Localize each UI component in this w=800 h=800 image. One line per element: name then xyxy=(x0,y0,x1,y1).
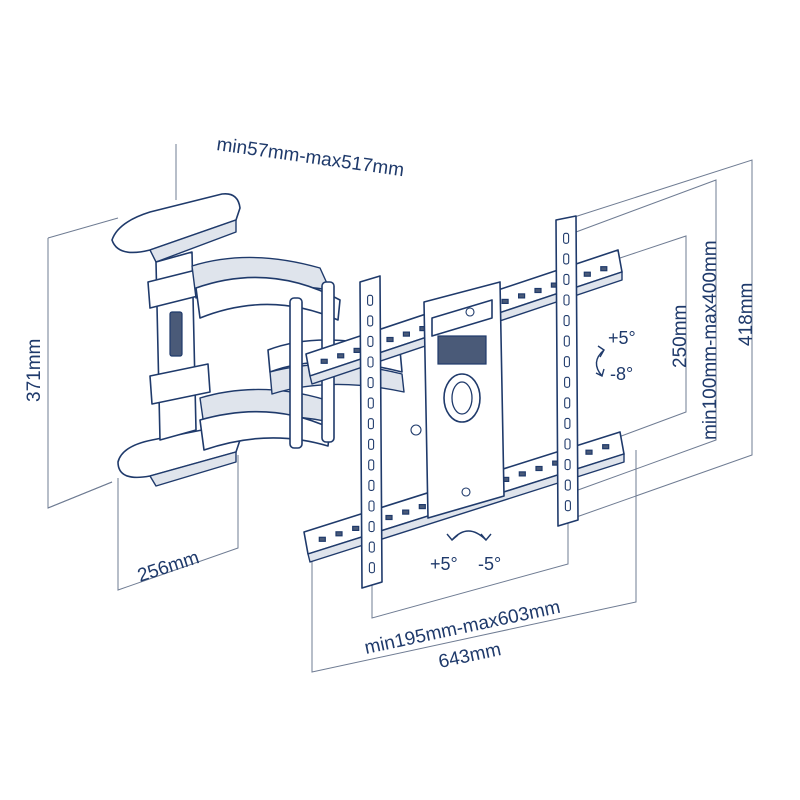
bracket-slot xyxy=(368,521,375,533)
rail-height-label: 250mm xyxy=(670,305,691,368)
center-head-plate xyxy=(410,281,505,519)
swivel-right-label: -5° xyxy=(478,554,501,574)
bracket-slot xyxy=(368,562,375,574)
bracket-slot xyxy=(368,541,375,553)
arm-extension-label: min57mm-max517mm xyxy=(215,134,405,181)
plate-width-label: 643mm xyxy=(437,639,503,673)
bracket-slot xyxy=(368,500,375,512)
bracket-slot xyxy=(563,335,570,347)
bracket-slot xyxy=(564,479,571,491)
arm-height-label: 371mm xyxy=(24,339,45,402)
bracket-slot xyxy=(564,500,571,512)
plate-height-label: 418mm xyxy=(736,283,757,346)
bracket-slot xyxy=(564,376,571,388)
bracket-slot xyxy=(564,438,571,450)
bracket-slot xyxy=(367,335,374,347)
rail-hole xyxy=(402,331,410,337)
rail-hole xyxy=(585,449,593,455)
rail-hole xyxy=(386,336,394,343)
rail-hole xyxy=(583,271,591,277)
bracket-slots xyxy=(367,232,571,574)
head-block xyxy=(437,335,487,365)
extension-lines xyxy=(47,144,753,673)
rail-hole xyxy=(352,525,360,532)
bracket-slot xyxy=(564,397,571,409)
bracket-slot xyxy=(563,315,570,327)
arm-depth-label: 256mm xyxy=(135,547,202,587)
rail-hole xyxy=(535,465,543,472)
bracket-slot xyxy=(564,417,571,429)
swivel-left-label: +5° xyxy=(430,554,458,574)
bracket-slot xyxy=(563,232,570,244)
tilt-arrow-icon xyxy=(595,349,605,377)
bracket-slot xyxy=(368,479,375,491)
articulating-arms xyxy=(191,256,405,451)
bracket-slot xyxy=(368,459,375,471)
bracket-slot xyxy=(368,438,375,450)
bracket-slot xyxy=(563,294,570,306)
bracket-slot xyxy=(367,315,374,327)
rail-hole xyxy=(518,471,526,477)
rail-hole xyxy=(353,347,361,353)
tilt-arrows xyxy=(595,345,605,378)
bracket-slot xyxy=(564,459,571,471)
rail-hole xyxy=(385,514,393,521)
rail-hole xyxy=(337,353,345,359)
rail-hole xyxy=(602,444,610,450)
rail-hole xyxy=(600,266,608,272)
rail-hole xyxy=(534,287,542,294)
bracket-slot xyxy=(367,397,374,409)
rail-hole xyxy=(318,536,326,542)
vertical-bracket-right xyxy=(555,215,579,527)
rail-hole xyxy=(517,293,526,299)
tilt-down-label: -8° xyxy=(610,364,633,384)
arm-hinge-pin xyxy=(289,297,303,449)
bracket-slot xyxy=(563,356,570,368)
bracket-slot xyxy=(367,377,374,389)
tilt-up-label: +5° xyxy=(608,328,636,348)
vesa-vertical-label: min100mm-max400mm xyxy=(700,240,721,440)
rail-hole xyxy=(501,298,509,304)
rail-hole xyxy=(320,358,328,364)
tilt-knob xyxy=(443,373,481,423)
rail-hole xyxy=(335,531,343,537)
bracket-slot xyxy=(563,253,570,265)
rail-hole xyxy=(418,504,426,510)
bracket-slot xyxy=(563,273,570,285)
bracket-slot xyxy=(367,294,374,306)
plate-slot xyxy=(169,311,183,357)
vertical-bracket-left xyxy=(359,275,383,589)
swivel-arrows xyxy=(446,530,492,542)
rail-hole xyxy=(402,509,410,515)
bracket-slot xyxy=(367,356,374,368)
wall-plate xyxy=(111,192,241,487)
bracket-slot xyxy=(367,418,374,430)
